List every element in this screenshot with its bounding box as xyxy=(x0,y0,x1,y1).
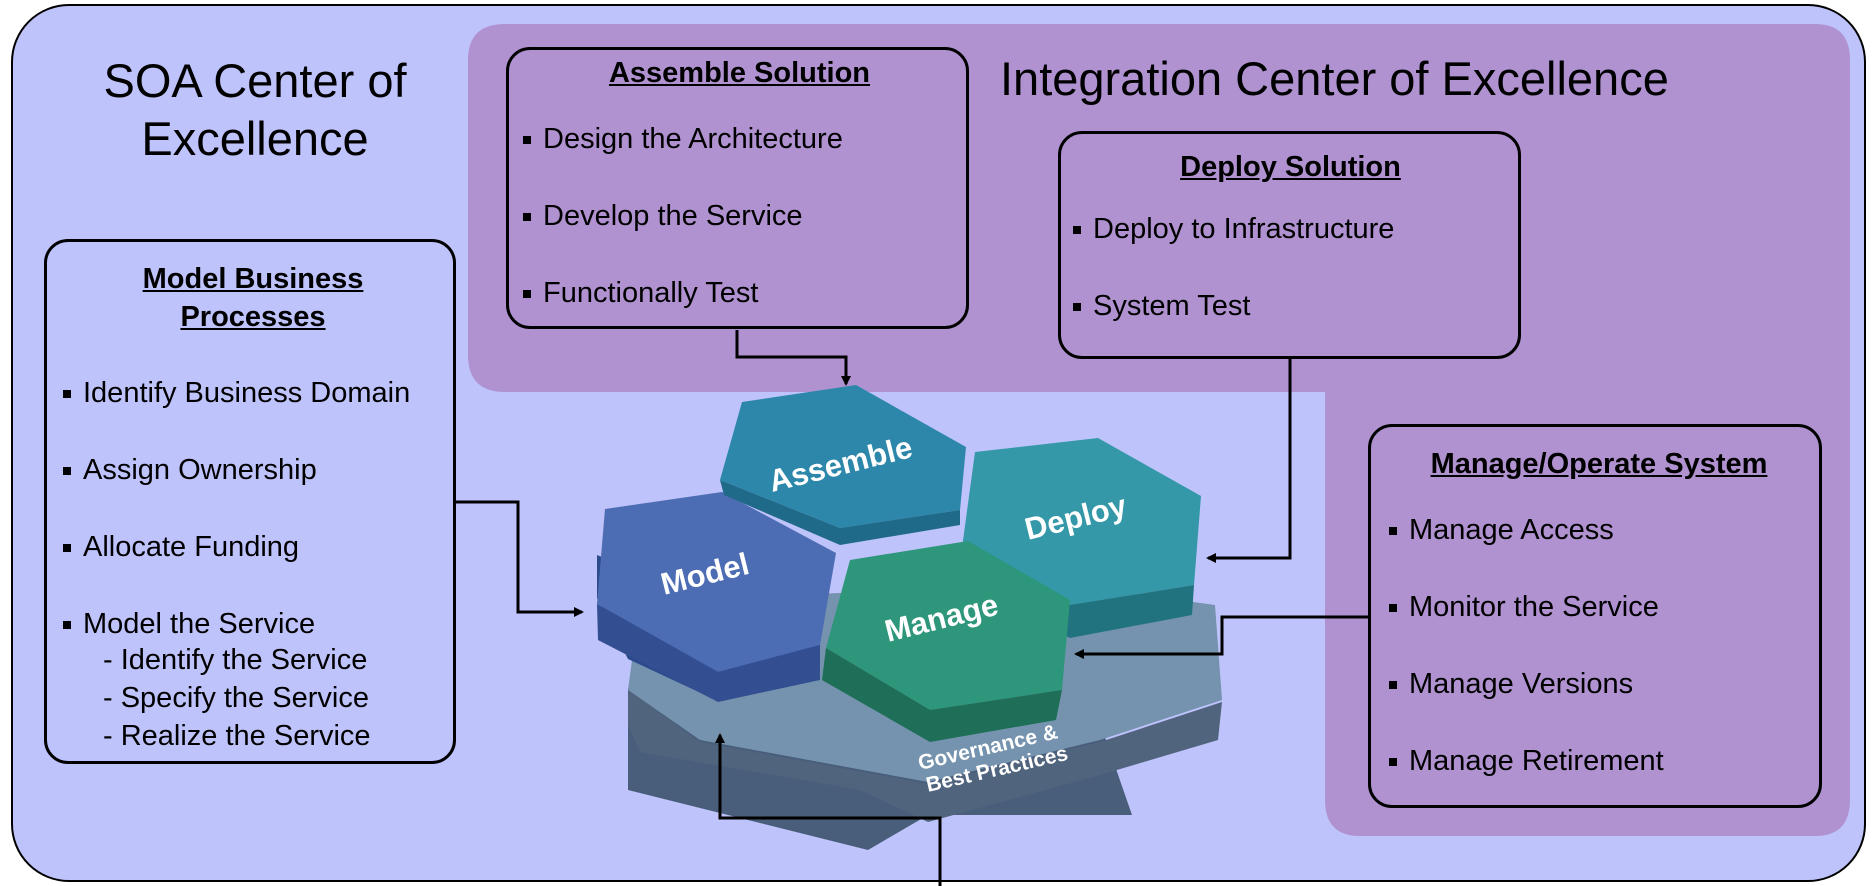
manage-item: Manage Access xyxy=(1389,513,1809,547)
model-hex: Model xyxy=(597,492,836,702)
model-sub-item: - Specify the Service xyxy=(103,682,369,714)
model-box-list: Identify Business Domain Assign Ownershi… xyxy=(63,376,443,641)
model-item: Allocate Funding xyxy=(63,530,443,564)
assemble-hex: Assemble xyxy=(720,385,966,545)
arrow-governance xyxy=(715,733,942,886)
assemble-item: Design the Architecture xyxy=(523,122,956,156)
model-item: Model the Service xyxy=(63,607,443,641)
model-sub-item: - Identify the Service xyxy=(103,644,368,676)
top-strip xyxy=(0,0,1873,4)
assemble-box-heading: Assemble Solution xyxy=(608,57,871,89)
deploy-box-list: Deploy to Infrastructure System Test xyxy=(1073,212,1508,323)
assemble-solution-box: Assemble Solution Design the Architectur… xyxy=(506,47,969,329)
assemble-item: Develop the Service xyxy=(523,199,956,233)
manage-item: Monitor the Service xyxy=(1389,590,1809,624)
deploy-item: System Test xyxy=(1073,289,1508,323)
model-box-heading: Model Business Processes xyxy=(142,263,364,333)
arrow-manage-to-hex xyxy=(1074,615,1370,659)
arrow-deploy-to-hex xyxy=(1206,358,1292,563)
model-item: Assign Ownership xyxy=(63,453,443,487)
manage-item: Manage Retirement xyxy=(1389,744,1809,778)
manage-box-heading: Manage/Operate System xyxy=(1430,448,1768,480)
assemble-box-list: Design the Architecture Develop the Serv… xyxy=(523,122,956,310)
arrow-model-to-hex xyxy=(455,500,584,617)
assemble-item: Functionally Test xyxy=(523,276,956,310)
deploy-hex: Deploy xyxy=(962,438,1201,638)
manage-box-list: Manage Access Monitor the Service Manage… xyxy=(1389,513,1809,778)
deploy-item: Deploy to Infrastructure xyxy=(1073,212,1508,246)
manage-operate-system-box: Manage/Operate System Manage Access Moni… xyxy=(1368,424,1822,808)
arrow-assemble-to-hex xyxy=(735,330,851,386)
deploy-box-heading: Deploy Solution xyxy=(1180,151,1401,183)
integration-center-region xyxy=(468,24,1850,836)
model-item: Identify Business Domain xyxy=(63,376,443,410)
manage-hex: Manage xyxy=(822,541,1070,742)
deploy-solution-box: Deploy Solution Deploy to Infrastructure… xyxy=(1058,131,1521,359)
model-sub-item: - Realize the Service xyxy=(103,720,371,752)
manage-item: Manage Versions xyxy=(1389,667,1809,701)
soa-center-title: SOA Center of Excellence xyxy=(103,54,407,165)
model-business-processes-box: Model Business Processes Identify Busine… xyxy=(44,239,456,764)
integration-center-title: Integration Center of Excellence xyxy=(1000,52,1669,105)
